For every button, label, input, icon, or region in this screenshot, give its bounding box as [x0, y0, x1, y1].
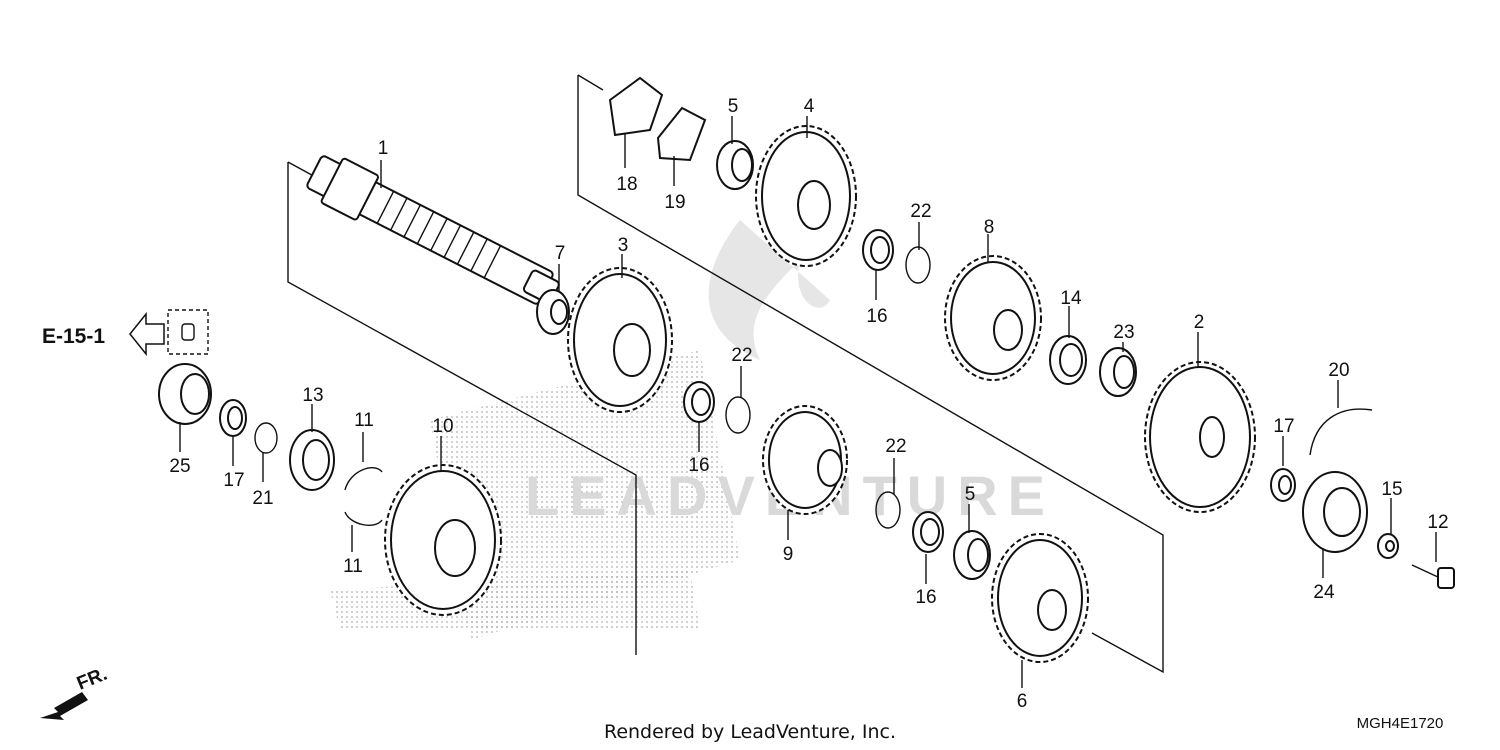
washer-part-13[interactable]: [289, 429, 335, 491]
callout-15[interactable]: 15: [1381, 479, 1402, 500]
bearing-part-5-lower[interactable]: [953, 530, 991, 580]
bearing-part-25[interactable]: [158, 363, 212, 425]
washer-part-14[interactable]: [1049, 335, 1087, 385]
reference-label[interactable]: E-15-1: [42, 325, 105, 348]
callout-21[interactable]: 21: [252, 488, 273, 509]
callout-1[interactable]: 1: [378, 138, 389, 159]
callout-16-b[interactable]: 16: [688, 455, 709, 476]
gear-part-9[interactable]: [762, 405, 848, 515]
callout-8[interactable]: 8: [984, 217, 995, 238]
callout-labels: 1 2 3 4 5 5 6 7 8 9 10 11 11 12 13 14 15…: [169, 96, 1448, 712]
retainer-plate-part-19[interactable]: [656, 106, 707, 162]
callout-9[interactable]: 9: [783, 544, 794, 565]
callout-22-b[interactable]: 22: [731, 345, 752, 366]
gear-part-6[interactable]: [991, 533, 1089, 663]
lock-washer-part-16-b[interactable]: [683, 381, 715, 423]
callout-11-lower[interactable]: 11: [343, 556, 363, 577]
bearing-part-5-upper[interactable]: [716, 140, 754, 190]
callout-19[interactable]: 19: [664, 192, 685, 213]
callout-12[interactable]: 12: [1427, 512, 1448, 533]
washer-part-15[interactable]: [1377, 533, 1399, 559]
left-arrow-icon: [129, 311, 165, 357]
callout-16-c[interactable]: 16: [915, 587, 936, 608]
collar-part-20[interactable]: [1309, 408, 1373, 456]
lock-washer-part-16-a[interactable]: [862, 229, 894, 271]
callout-25[interactable]: 25: [169, 456, 190, 477]
reference-link[interactable]: E-15-1: [42, 309, 209, 357]
collar-part-11-upper[interactable]: [344, 467, 383, 491]
snap-ring-part-22-c[interactable]: [875, 491, 901, 529]
collar-part-11-lower[interactable]: [344, 511, 383, 526]
callout-16-a[interactable]: 16: [866, 306, 887, 327]
callout-4[interactable]: 4: [804, 96, 815, 117]
callout-2[interactable]: 2: [1194, 312, 1205, 333]
gear-part-8[interactable]: [944, 255, 1042, 381]
callout-11-upper[interactable]: 11: [354, 410, 374, 431]
snap-ring-part-22-a[interactable]: [905, 246, 931, 284]
callout-20[interactable]: 20: [1328, 360, 1349, 381]
diagram-code: MGH4E1720: [1357, 715, 1444, 732]
bushing-part-7[interactable]: [536, 289, 570, 335]
callout-6[interactable]: 6: [1017, 691, 1028, 712]
callout-7[interactable]: 7: [555, 243, 566, 264]
callout-22-a[interactable]: 22: [910, 201, 931, 222]
callout-13[interactable]: 13: [302, 385, 323, 406]
gear-part-3[interactable]: [567, 267, 673, 413]
lock-washer-part-16-c[interactable]: [912, 511, 944, 553]
bolt-part-12[interactable]: [1411, 564, 1455, 589]
mainshaft-part-1[interactable]: [303, 149, 566, 316]
callout-3[interactable]: 3: [618, 235, 629, 256]
gear-part-10[interactable]: [384, 464, 502, 616]
callout-5-lower[interactable]: 5: [965, 484, 976, 505]
callout-17-left[interactable]: 17: [223, 470, 244, 491]
callout-5-upper[interactable]: 5: [728, 96, 739, 117]
callout-10[interactable]: 10: [432, 416, 453, 437]
leader-lines: [179, 116, 1437, 688]
front-direction-arrow-icon: [40, 692, 88, 720]
callout-24[interactable]: 24: [1313, 582, 1335, 603]
direction-label: FR.: [74, 664, 110, 695]
ball-bearing-part-24[interactable]: [1302, 471, 1368, 553]
gear-part-4[interactable]: [755, 125, 857, 267]
callout-17-right[interactable]: 17: [1273, 416, 1294, 437]
snap-ring-part-22-b[interactable]: [725, 396, 751, 434]
needle-bearing-part-23[interactable]: [1099, 347, 1137, 397]
dowel-pin-icon: [167, 309, 209, 355]
retainer-plate-part-18[interactable]: [608, 76, 664, 137]
callout-14[interactable]: 14: [1060, 288, 1082, 309]
callout-23[interactable]: 23: [1113, 322, 1134, 343]
footer-credit: Rendered by LeadVenture, Inc.: [604, 721, 896, 743]
snap-ring-part-21[interactable]: [254, 422, 278, 454]
callout-22-c[interactable]: 22: [885, 436, 906, 457]
callout-18[interactable]: 18: [616, 174, 637, 195]
front-direction: FR.: [40, 664, 110, 720]
washer-part-17-right[interactable]: [1270, 468, 1296, 502]
gear-part-2[interactable]: [1144, 361, 1256, 513]
washer-part-17-left[interactable]: [219, 399, 247, 437]
